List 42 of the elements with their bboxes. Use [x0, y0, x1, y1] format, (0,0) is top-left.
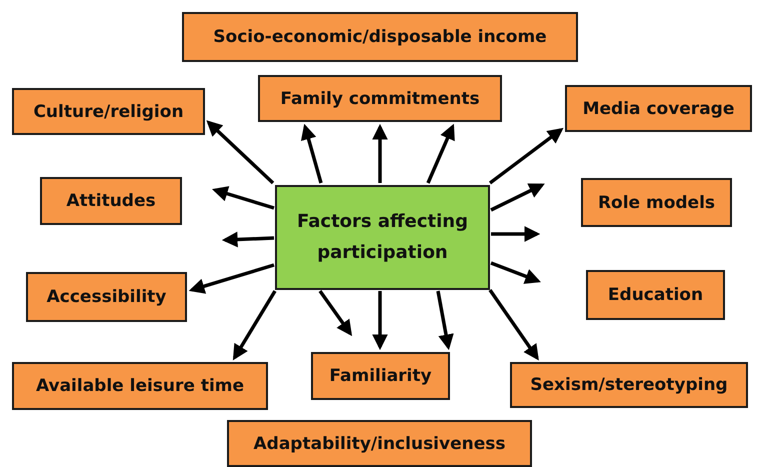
arrow	[222, 232, 274, 248]
arrow	[488, 289, 539, 360]
central-label: Factors affecting participation	[296, 210, 469, 264]
factor-box	[40, 177, 182, 225]
factor-box	[227, 420, 532, 467]
arrow	[490, 183, 545, 212]
arrow	[372, 124, 388, 183]
factor-box	[258, 75, 502, 122]
factor-box	[586, 270, 725, 320]
factor-box	[182, 12, 578, 62]
factor-box	[581, 178, 732, 227]
factor-label: Family commitments	[280, 88, 480, 108]
central-box	[275, 185, 490, 290]
factor-label: Role models	[598, 192, 716, 212]
factor-label: Adaptability/inclusiveness	[254, 434, 506, 454]
factor-label: Media coverage	[582, 98, 734, 118]
factor-box	[311, 352, 450, 400]
factor-label: Attitudes	[66, 191, 156, 211]
factor-label: Sexism/stereotyping	[530, 375, 728, 395]
factor-label: Accessibility	[46, 287, 166, 307]
arrow	[188, 263, 274, 294]
arrow	[490, 261, 541, 284]
arrow	[372, 291, 388, 350]
factor-label: Education	[608, 285, 704, 305]
arrow	[491, 226, 540, 242]
factor-label: Familiarity	[329, 366, 432, 386]
factor-label: Available leisure time	[36, 376, 244, 396]
arrow	[488, 128, 564, 184]
arrow	[436, 290, 454, 350]
arrow	[426, 124, 455, 184]
arrow	[212, 186, 275, 210]
factor-box	[510, 362, 748, 408]
factor-box	[12, 88, 205, 135]
arrow	[318, 290, 352, 336]
factor-box	[565, 85, 752, 132]
factor-box	[12, 362, 268, 410]
factor-label: Socio-economic/disposable income	[213, 27, 547, 47]
factor-box	[26, 272, 187, 322]
arrow	[206, 120, 274, 184]
arrow	[300, 124, 323, 184]
arrow	[232, 290, 276, 360]
factor-label: Culture/religion	[33, 102, 184, 122]
